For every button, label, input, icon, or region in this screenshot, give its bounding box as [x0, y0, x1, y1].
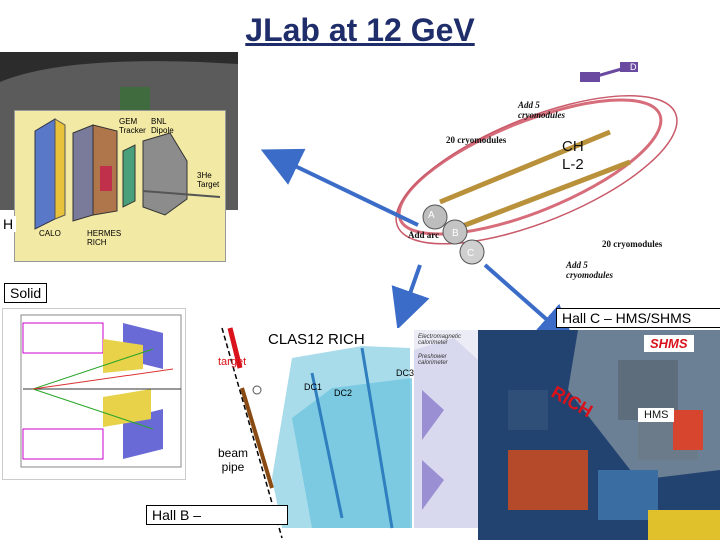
target-label: 3He Target	[197, 171, 220, 189]
clas12-side-svg	[414, 338, 478, 528]
clas12-side-panel: Electromagnetic calorimeter Preshower ca…	[414, 330, 478, 528]
sbs-panel: GEM Tracker BNL Dipole 3He Target CALO H…	[0, 52, 238, 262]
em-calo-label: Electromagnetic calorimeter	[418, 334, 462, 346]
add-arc-label: Add arc	[408, 230, 440, 240]
dc3-label: DC3	[396, 368, 415, 378]
hermes-rich-label: HERMES RICH	[87, 229, 122, 247]
hall-d-marker: D	[630, 62, 637, 72]
sbs-detector-drawing: GEM Tracker BNL Dipole 3He Target CALO H…	[14, 110, 226, 262]
page-title: JLab at 12 GeV	[245, 12, 475, 48]
clas12-svg	[221, 327, 412, 539]
cryo20-left-label: 20 cryomodules	[446, 135, 507, 145]
clas12-target-label: target	[218, 356, 247, 368]
bnl-dipole-label: BNL Dipole	[151, 117, 174, 135]
clas12-title: CLAS12 RICH	[268, 331, 365, 348]
hall-b-label: Hall B –	[146, 505, 288, 525]
arrow-to-hallc	[483, 263, 576, 346]
accelerator-svg	[395, 62, 678, 265]
cryo20-right-label: 20 cryomodules	[602, 239, 663, 249]
beam-pipe-label: beam pipe	[218, 446, 249, 474]
solid-label: Solid	[4, 283, 48, 303]
add5-top-label: Add 5 cryomodules	[518, 100, 565, 120]
calo-label: CALO	[39, 229, 61, 238]
sbs-detector-svg	[34, 118, 221, 230]
arrow-to-sbs	[260, 148, 419, 227]
hallc-photo-svg	[478, 330, 720, 540]
chl2-label: CH L-2	[562, 138, 584, 173]
dc2-label: DC2	[334, 388, 353, 398]
add5-bottom-label: Add 5 cryomodules	[566, 260, 613, 280]
solid-plot-svg	[20, 314, 182, 468]
preshower-label: Preshower calorimeter	[418, 354, 448, 366]
hallc-photo: SHMS HMS RICH	[478, 330, 720, 540]
dc1-label: DC1	[304, 382, 323, 392]
hall-c-label: Hall C – HMS/SHMS	[556, 308, 720, 328]
hall-c-marker: C	[467, 248, 475, 259]
shms-badge: SHMS	[644, 335, 694, 352]
gem-tracker-label: GEM Tracker	[119, 117, 146, 135]
hall-a-label-cut: H	[0, 216, 17, 232]
accelerator-diagram: Add 5 cryomodules 20 cryomodules Add arc…	[380, 52, 720, 292]
hall-b-marker: B	[452, 228, 459, 239]
clas12-panel: CLAS12 RICH target DC1 DC2 DC3 beam pipe	[212, 327, 415, 539]
hall-a-marker: A	[428, 210, 435, 221]
hms-badge: HMS	[638, 408, 675, 422]
arrow-to-clas12	[391, 264, 430, 330]
solid-plot	[2, 308, 186, 480]
